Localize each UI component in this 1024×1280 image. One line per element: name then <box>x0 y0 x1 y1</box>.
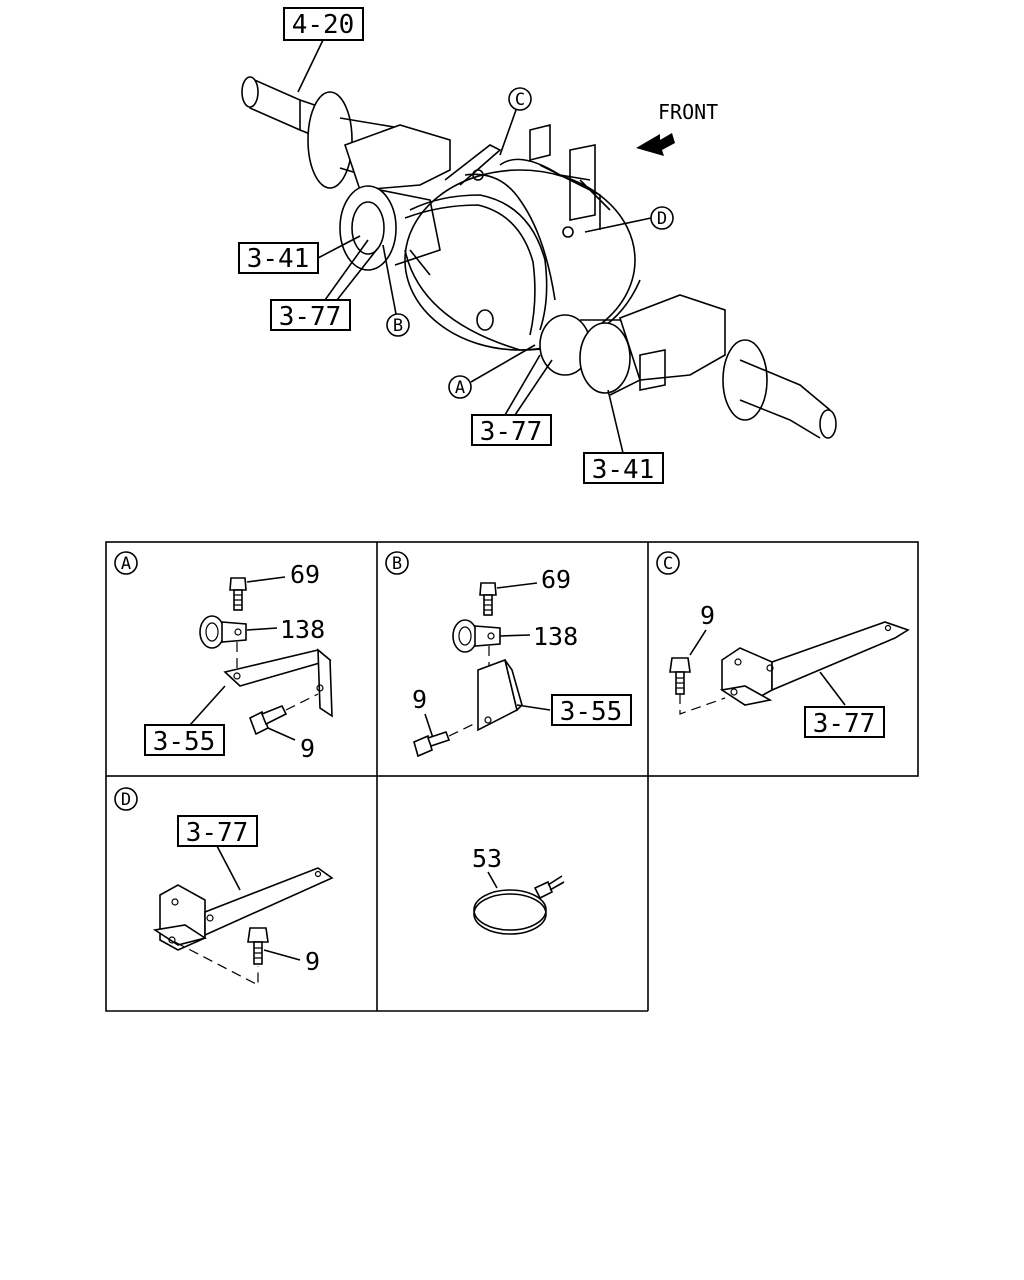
ref-box-bracket-right[interactable]: 3-77 <box>471 414 552 447</box>
detail-panel-c: C 9 3-77 <box>656 551 910 739</box>
detail-panel-a: A 69 138 3-55 <box>114 551 333 763</box>
hose-clamp-icon <box>473 875 565 935</box>
detail-b-letter[interactable]: B <box>385 551 409 575</box>
part-number: 69 <box>541 565 571 594</box>
part-number: 9 <box>300 734 315 763</box>
svg-text:3-55: 3-55 <box>153 727 216 757</box>
front-arrow-icon <box>636 133 675 156</box>
part-number: 138 <box>280 615 325 644</box>
svg-text:3-77: 3-77 <box>480 417 543 447</box>
detail-d-letter[interactable]: D <box>114 787 138 811</box>
part-number: 9 <box>700 601 715 630</box>
ref-box-bracket-left[interactable]: 3-77 <box>270 299 351 332</box>
front-label: FRONT <box>658 100 718 124</box>
svg-text:3-77: 3-77 <box>279 302 342 332</box>
part-number: 69 <box>290 560 320 589</box>
svg-text:A: A <box>455 378 465 398</box>
svg-text:D: D <box>657 209 667 229</box>
svg-text:3-77: 3-77 <box>186 818 249 848</box>
svg-text:C: C <box>663 554 673 574</box>
callout-a[interactable]: A <box>448 375 472 399</box>
part-number: 9 <box>305 947 320 976</box>
bracket-icon <box>223 648 333 718</box>
svg-text:3-41: 3-41 <box>592 455 655 485</box>
bracket-icon <box>719 621 910 706</box>
svg-text:C: C <box>515 90 525 110</box>
svg-text:4-20: 4-20 <box>292 10 355 40</box>
ref-box-hose-right[interactable]: 3-41 <box>583 452 664 485</box>
rear-axle-illustration <box>241 76 837 439</box>
bolt-icon <box>247 927 269 965</box>
svg-text:3-77: 3-77 <box>813 709 876 739</box>
bracket-icon <box>477 658 523 732</box>
detail-panel-clamp: 53 <box>472 844 565 935</box>
ref-box-axle[interactable]: 4-20 <box>283 7 364 41</box>
ref-box-bracket[interactable]: 3-77 <box>177 815 258 848</box>
detail-panel-d: D 3-77 9 <box>114 787 334 986</box>
bolt-icon <box>669 657 691 695</box>
clip-icon <box>199 615 247 649</box>
svg-text:3-55: 3-55 <box>560 697 623 727</box>
bolt-icon <box>413 730 451 758</box>
svg-text:B: B <box>392 554 402 574</box>
callout-c[interactable]: C <box>508 87 532 111</box>
front-direction-indicator: FRONT <box>636 100 718 156</box>
part-number: 138 <box>533 622 578 651</box>
part-number: 53 <box>472 844 502 873</box>
detail-c-letter[interactable]: C <box>656 551 680 575</box>
callout-b[interactable]: B <box>386 313 410 337</box>
bracket-icon <box>152 867 334 951</box>
ref-box-bracket[interactable]: 3-55 <box>551 694 632 727</box>
detail-a-letter[interactable]: A <box>114 551 138 575</box>
ref-box-bracket[interactable]: 3-55 <box>144 724 225 757</box>
svg-text:A: A <box>121 554 131 574</box>
callout-d[interactable]: D <box>650 206 674 230</box>
detail-panel-b: B 69 138 3-55 9 <box>385 551 632 758</box>
detail-grid <box>105 541 919 1012</box>
clip-icon <box>452 619 501 653</box>
ref-box-hose-left[interactable]: 3-41 <box>238 242 319 274</box>
bolt-icon <box>248 704 288 736</box>
bolt-icon <box>479 582 497 616</box>
svg-text:B: B <box>393 316 403 336</box>
ref-box-bracket[interactable]: 3-77 <box>804 706 885 739</box>
bolt-icon <box>229 577 247 611</box>
part-number: 9 <box>412 685 427 714</box>
svg-text:D: D <box>121 790 131 810</box>
svg-text:3-41: 3-41 <box>247 244 310 274</box>
